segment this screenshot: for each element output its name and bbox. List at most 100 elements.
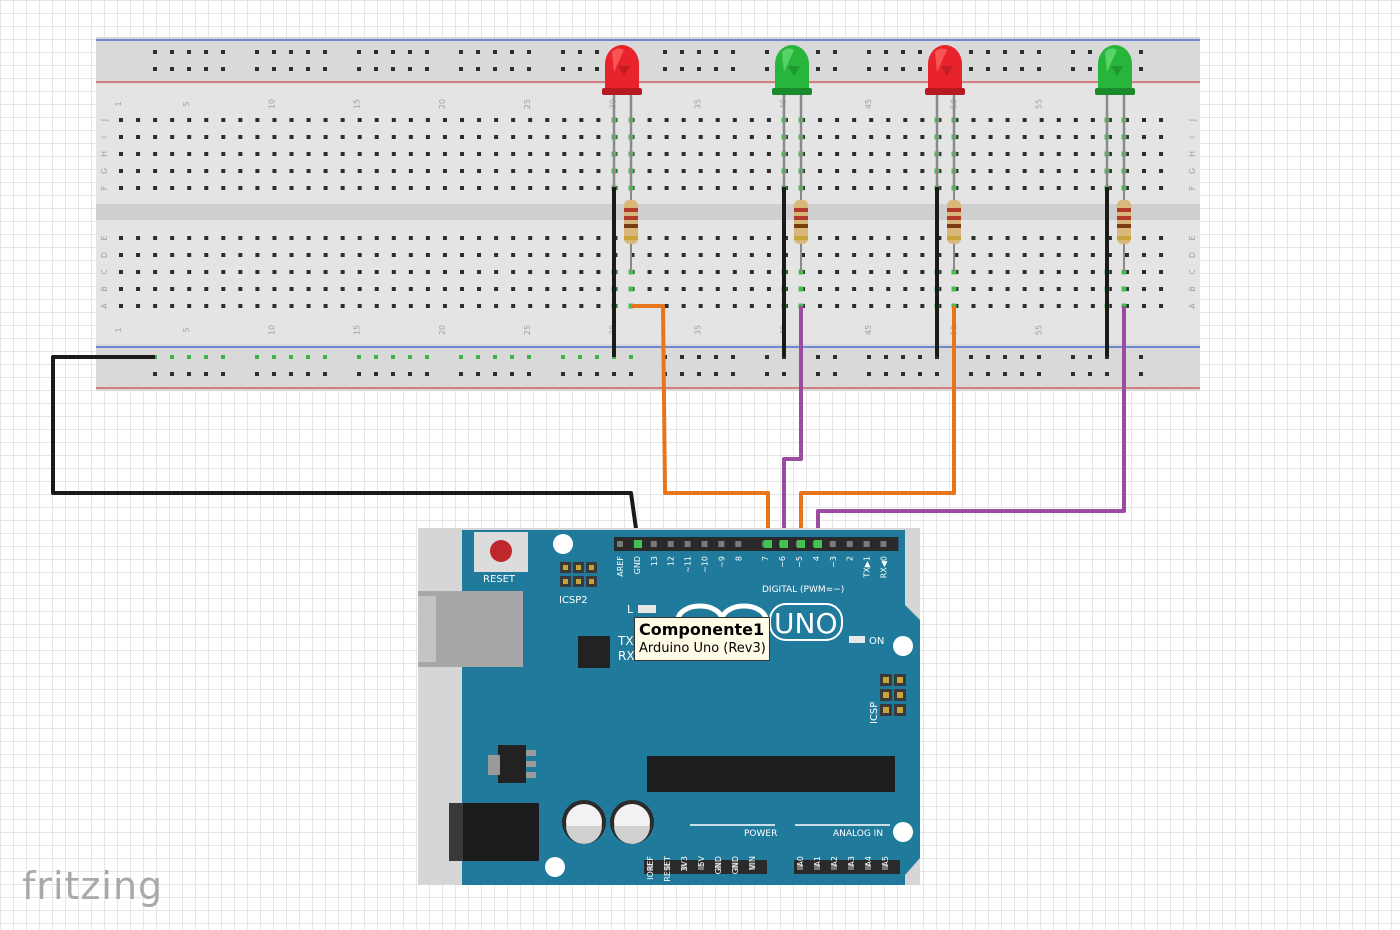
column-label: 35 (694, 99, 703, 109)
row-label: H (100, 151, 109, 157)
column-label: 45 (864, 99, 873, 109)
led-3[interactable] (925, 45, 965, 187)
reset-label: RESET (483, 574, 516, 585)
tooltip-subtitle: Arduino Uno (Rev3) (639, 641, 766, 656)
header-pin[interactable] (882, 864, 888, 870)
header-pin[interactable] (829, 541, 836, 547)
pin-label: ~6 (778, 556, 787, 568)
arduino-pcb (462, 530, 920, 885)
header-pin[interactable] (831, 864, 837, 870)
row-label: J (100, 119, 109, 122)
row-label: C (1188, 269, 1197, 275)
resistors (624, 188, 1131, 272)
header-pin[interactable] (698, 864, 704, 870)
pin-label: ~5 (795, 556, 804, 568)
icsp2-header (560, 562, 597, 587)
icsp2-label: ICSP2 (559, 595, 588, 606)
pin-label: ~11 (684, 556, 693, 573)
wires[interactable] (51, 187, 1126, 544)
mounting-hole-top-left (553, 534, 573, 554)
pin-label: A5 (881, 856, 890, 867)
row-label: J (1188, 119, 1197, 122)
reset-button[interactable] (490, 540, 512, 562)
column-label: 55 (1035, 325, 1044, 335)
digital-pin-header[interactable] (614, 537, 899, 551)
pin-label: GND (731, 856, 740, 874)
header-pin[interactable] (667, 541, 674, 547)
fritzing-logo: fritzing (22, 864, 164, 908)
row-label: F (1188, 185, 1197, 190)
mounting-hole-bottom-left (545, 857, 565, 877)
pin-label: GND (633, 556, 642, 574)
pin-label: ~9 (717, 556, 726, 568)
pin-label: A0 (796, 856, 805, 867)
header-pin[interactable] (863, 541, 870, 547)
header-pin[interactable] (701, 541, 708, 547)
voltage-regulator (488, 745, 536, 783)
header-pin[interactable] (681, 864, 687, 870)
row-label: C (100, 269, 109, 275)
header-pin[interactable] (718, 541, 725, 547)
header-pin[interactable] (647, 864, 653, 870)
led-4[interactable] (1095, 45, 1135, 187)
pin-label: ~3 (829, 556, 838, 568)
pin-label: IOREF (646, 856, 655, 880)
column-label: 5 (182, 327, 191, 332)
header-pin[interactable] (684, 541, 691, 547)
column-label: 5 (182, 101, 191, 106)
header-pin[interactable] (848, 864, 854, 870)
pin-label: 13 (650, 556, 659, 566)
header-pin[interactable] (735, 541, 742, 547)
led-2[interactable] (772, 45, 812, 187)
resistor-3[interactable] (947, 188, 961, 272)
row-label: A (100, 303, 109, 309)
capacitor-2 (610, 800, 654, 844)
signal-wire-led2-pin6[interactable] (782, 306, 803, 543)
arduino-uno-board[interactable]: RESET ICSP2 TX RX L UNO ON DIGITAL (PWM=… (418, 528, 920, 885)
header-pin[interactable] (749, 864, 755, 870)
pin-label: A4 (864, 856, 873, 867)
header-pin[interactable] (814, 864, 820, 870)
analog-pin-header[interactable] (794, 860, 900, 874)
power-pin-header[interactable] (644, 860, 767, 874)
header-pin[interactable] (865, 864, 871, 870)
column-label: 45 (864, 325, 873, 335)
mounting-hole-right-lower (893, 822, 913, 842)
icsp-header (880, 674, 906, 716)
header-pin[interactable] (797, 864, 803, 870)
header-pin[interactable] (846, 541, 853, 547)
tooltip-title: Componente1 (639, 620, 765, 639)
resistor-1[interactable] (624, 188, 638, 272)
breadboard[interactable]: JIHGFJIHGFEDCBAEDCBA11551010151520202525… (96, 37, 1200, 391)
breadboard-center-channel (96, 204, 1200, 220)
header-pin[interactable] (650, 541, 657, 547)
signal-wire-led3-pin5[interactable] (799, 306, 956, 543)
column-label: 35 (694, 325, 703, 335)
row-label: B (1188, 286, 1197, 292)
header-pin[interactable] (715, 864, 721, 870)
pin-label: A2 (830, 856, 839, 867)
signal-wire-led1-pin7[interactable] (631, 304, 770, 543)
pin-label: RESET (663, 856, 672, 882)
ground-wire-main[interactable] (51, 355, 640, 544)
pin-label: GND (714, 856, 723, 874)
l-led-label: L (627, 603, 634, 616)
on-led (849, 636, 865, 643)
header-pin[interactable] (880, 541, 887, 547)
header-pin[interactable] (732, 864, 738, 870)
column-label: 10 (267, 99, 276, 109)
resistor-4[interactable] (1117, 188, 1131, 272)
row-label: G (1188, 168, 1197, 174)
row-label: B (100, 286, 109, 292)
header-pin[interactable] (617, 541, 623, 547)
row-label: I (100, 136, 109, 138)
header-pin[interactable] (664, 864, 670, 870)
uno-label: UNO (774, 607, 837, 640)
resistor-2[interactable] (794, 188, 808, 272)
led-1[interactable] (602, 45, 642, 187)
signal-wire-led4-pin4[interactable] (816, 306, 1126, 543)
row-label: E (100, 235, 109, 240)
digital-label: DIGITAL (PWM=~) (762, 585, 844, 595)
